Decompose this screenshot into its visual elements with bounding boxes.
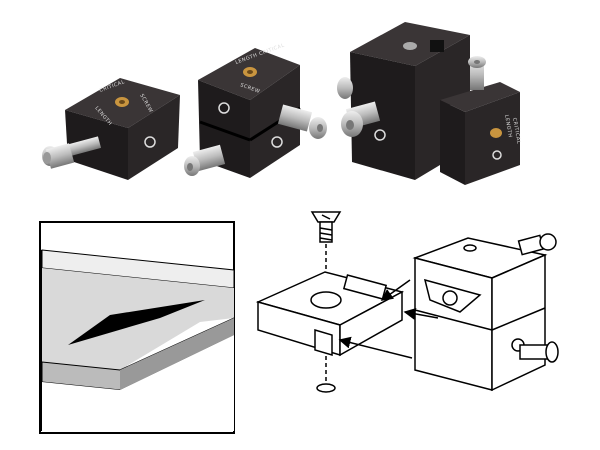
stage-drawing xyxy=(412,233,559,392)
mounting-diagram xyxy=(255,211,559,393)
lock-icon xyxy=(374,129,386,141)
lock-icon xyxy=(144,136,156,148)
svg-text:CRITICAL: CRITICAL xyxy=(511,117,522,144)
screw-icon xyxy=(310,211,342,243)
svg-text:LENGTH: LENGTH xyxy=(503,114,513,138)
arrow-icon xyxy=(380,279,411,301)
xyz-stage: LENGTH CRITICAL xyxy=(337,22,522,185)
screw-head xyxy=(403,42,417,50)
single-axis-stage: CRITICAL SCREW LENGTH xyxy=(42,78,180,180)
lock-icon xyxy=(271,136,283,148)
arrow-icon xyxy=(338,336,413,359)
adjustment-knob xyxy=(337,77,353,99)
dovetail-gap xyxy=(68,300,205,345)
arrow-icon xyxy=(403,307,439,320)
mounting-hole xyxy=(316,383,336,393)
dovetail-detail-inset xyxy=(39,221,235,434)
lock-icon xyxy=(492,150,502,160)
brass-insert xyxy=(490,128,502,138)
lock-icon xyxy=(218,102,230,114)
xy-stage: LENGTH CRITICAL SCREW xyxy=(184,42,327,178)
